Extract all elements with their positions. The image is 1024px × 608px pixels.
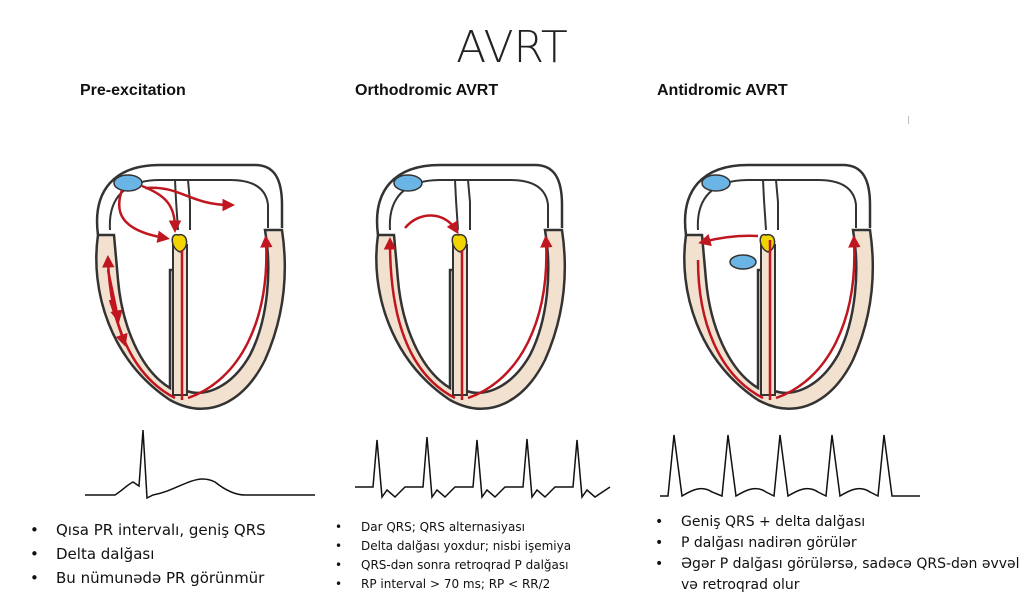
atria-inner-outline bbox=[696, 179, 857, 231]
bullet-list-antidromic: Geniş QRS + delta dalğası P dalğası nadi… bbox=[655, 512, 1020, 596]
bullet-list-orthodromic: Dar QRS; QRS alternasiyası Delta dalğası… bbox=[335, 518, 571, 594]
av-node bbox=[171, 233, 188, 253]
heart-diagram-pre-excitation bbox=[95, 163, 286, 410]
accessory-pathway-arrow bbox=[144, 186, 235, 212]
septum bbox=[760, 244, 776, 396]
atria-outline bbox=[95, 163, 284, 236]
atria-outline bbox=[375, 163, 564, 236]
conduction-arrow bbox=[141, 184, 182, 233]
ventricle-wall bbox=[683, 228, 874, 410]
sa-node bbox=[113, 174, 143, 192]
bullet-item: Bu nümunədə PR görünmür bbox=[30, 566, 266, 590]
conduction-arrow bbox=[467, 235, 553, 400]
bullet-item: Delta dalğası yoxdur; nisbi işemiya bbox=[335, 537, 571, 556]
septum bbox=[172, 244, 188, 396]
ecg-strip-orthodromic bbox=[355, 436, 611, 500]
ventricle-wall bbox=[95, 228, 286, 410]
panel-heading-orthodromic: Orthodromic AVRT bbox=[355, 82, 499, 99]
retrograde-arrow bbox=[698, 234, 759, 247]
bullet-item: RP interval > 70 ms; RP < RR/2 bbox=[335, 575, 571, 594]
bullet-item: Geniş QRS + delta dalğası bbox=[655, 512, 1020, 533]
heart-diagram-orthodromic bbox=[375, 163, 566, 410]
sa-node bbox=[701, 174, 731, 192]
bullet-item: Əgər P dalğası görülərsə, sadəcə QRS-dən… bbox=[655, 554, 1020, 596]
conduction-arrow bbox=[383, 237, 456, 400]
bullet-item: QRS-dən sonra retroqrad P dalğası bbox=[335, 556, 571, 575]
retrograde-arrow bbox=[404, 214, 459, 235]
heart-diagram-antidromic bbox=[683, 163, 874, 410]
conduction-arrow bbox=[108, 299, 128, 347]
septum bbox=[452, 244, 468, 396]
bullet-item: P dalğası nadirən görülər bbox=[655, 533, 1020, 554]
sa-node bbox=[393, 174, 423, 192]
stray-tick-mark bbox=[908, 116, 909, 124]
bullet-item: Delta dalğası bbox=[30, 542, 266, 566]
bullet-list-pre-excitation: Qısa PR intervalı, geniş QRS Delta dalğa… bbox=[30, 518, 266, 590]
conduction-arrow bbox=[775, 235, 861, 400]
panel-heading-pre-excitation: Pre-excitation bbox=[80, 82, 186, 99]
bullet-item: Dar QRS; QRS alternasiyası bbox=[335, 518, 571, 537]
conduction-arrow bbox=[187, 235, 273, 400]
slide-title: AVRT bbox=[456, 22, 568, 73]
atria-outline bbox=[683, 163, 872, 236]
conduction-arrow bbox=[696, 259, 764, 400]
av-node bbox=[451, 233, 468, 253]
conduction-arrow bbox=[118, 189, 170, 243]
bullet-item: Qısa PR intervalı, geniş QRS bbox=[30, 518, 266, 542]
ecg-strip-antidromic bbox=[660, 434, 920, 498]
ecg-strip-pre-excitation bbox=[85, 429, 315, 500]
atria-inner-outline bbox=[108, 179, 269, 231]
panel-heading-antidromic: Antidromic AVRT bbox=[657, 82, 788, 99]
ecg-trace bbox=[85, 429, 315, 500]
ectopic-focus bbox=[729, 254, 757, 270]
conduction-arrow bbox=[106, 269, 123, 323]
ventricle-wall bbox=[375, 228, 566, 410]
ecg-trace bbox=[660, 434, 920, 498]
ecg-trace bbox=[355, 436, 611, 500]
atria-inner-outline bbox=[388, 179, 549, 231]
